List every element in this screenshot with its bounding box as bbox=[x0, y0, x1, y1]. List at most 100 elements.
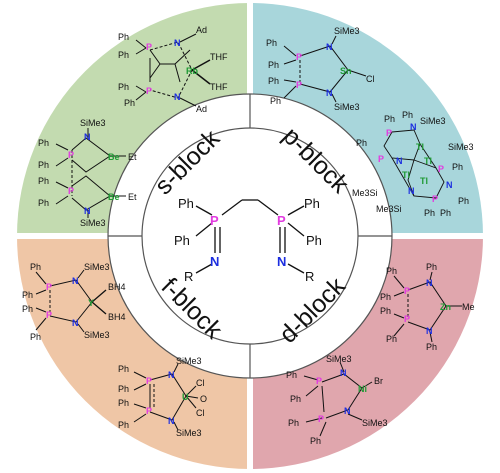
ni-p-2: P bbox=[318, 414, 324, 424]
sn-p-1: P bbox=[296, 52, 302, 62]
cl-ph-3: Ph bbox=[356, 138, 367, 148]
rb-ad-2: Ad bbox=[196, 104, 207, 114]
cl-ph-7: Ph bbox=[440, 208, 451, 218]
u-ph-4: Ph bbox=[118, 420, 129, 430]
ni-p-1: P bbox=[316, 376, 322, 386]
u-si-1: SiMe3 bbox=[176, 356, 202, 366]
be-metal-1: Be bbox=[108, 152, 120, 162]
sn-si-2: SiMe3 bbox=[334, 102, 360, 112]
center-ligand: Ph Ph Ph Ph P P N N R R bbox=[174, 196, 322, 284]
u-n-1: N bbox=[168, 370, 175, 380]
y-bh4-1: BH4 bbox=[108, 282, 126, 292]
cl-tl-2: Tl bbox=[424, 156, 432, 166]
zn-ph-1: Ph bbox=[426, 262, 437, 272]
be-ph-1: Ph bbox=[38, 138, 49, 148]
sn-ph-4: Ph bbox=[270, 96, 281, 106]
sn-p-2: P bbox=[296, 80, 302, 90]
rb-thf-1: THF bbox=[210, 52, 228, 62]
y-n-2: N bbox=[72, 318, 79, 328]
sn-n-1: N bbox=[326, 42, 333, 52]
zn-n-2: N bbox=[426, 326, 433, 336]
sn-ph-3: Ph bbox=[268, 76, 279, 86]
ni-ph-1: Ph bbox=[286, 370, 297, 380]
cl-si-3: Me3Si bbox=[352, 188, 378, 198]
ni-ph-3: Ph bbox=[288, 418, 299, 428]
u-metal: U bbox=[182, 392, 189, 402]
s-block-be-complex: SiMe3 SiMe3 N N P P Ph Ph Ph Ph Be Be Et… bbox=[38, 118, 137, 228]
u-si-2: SiMe3 bbox=[176, 428, 202, 438]
rb-ph-4: Ph bbox=[124, 98, 135, 108]
y-ph-2: Ph bbox=[22, 290, 33, 300]
zn-n-1: N bbox=[426, 278, 433, 288]
sn-cl: Cl bbox=[366, 74, 375, 84]
u-o: O bbox=[200, 394, 207, 404]
cl-ph-2: Ph bbox=[402, 110, 413, 120]
cl-tl-1: Tl bbox=[416, 142, 424, 152]
u-ph-3: Ph bbox=[118, 398, 129, 408]
u-ph-2: Ph bbox=[118, 384, 129, 394]
be-n-1: N bbox=[84, 132, 91, 142]
y-n-1: N bbox=[72, 276, 79, 286]
rb-n-2: N bbox=[174, 92, 181, 102]
cl-n-1: N bbox=[410, 122, 417, 132]
y-p-2: P bbox=[46, 310, 52, 320]
y-ph-1: Ph bbox=[30, 262, 41, 272]
cl-si-1: SiMe3 bbox=[420, 116, 446, 126]
cl-p-3: P bbox=[438, 164, 444, 174]
zn-p-2: P bbox=[404, 314, 410, 324]
be-n-2: N bbox=[84, 206, 91, 216]
sn-metal: Sn bbox=[340, 66, 352, 76]
rb-ph-1: Ph bbox=[118, 32, 129, 42]
rb-p-2: P bbox=[146, 86, 152, 96]
s-block-rb-complex: Ph Ph Ph Ph P P N N Ad Ad Rb THF THF bbox=[118, 25, 228, 114]
cl-ph-5: Ph bbox=[458, 196, 469, 206]
y-p-1: P bbox=[46, 282, 52, 292]
ni-metal: Ni bbox=[358, 384, 367, 394]
cl-ph-6: Ph bbox=[424, 208, 435, 218]
center-ph-1: Ph bbox=[178, 196, 194, 211]
cl-p-1: P bbox=[386, 128, 392, 138]
y-bh4-2: BH4 bbox=[108, 312, 126, 322]
be-ph-3: Ph bbox=[38, 176, 49, 186]
sn-ph-1: Ph bbox=[266, 38, 277, 48]
cl-p-2: P bbox=[378, 154, 384, 164]
sn-ph-2: Ph bbox=[268, 60, 279, 70]
be-et-2: Et bbox=[128, 192, 137, 202]
rb-thf-2: THF bbox=[210, 82, 228, 92]
zn-p-1: P bbox=[404, 286, 410, 296]
cl-ph-1: Ph bbox=[384, 114, 395, 124]
zn-ph-5: Ph bbox=[380, 306, 391, 316]
be-si-1: SiMe3 bbox=[80, 118, 106, 128]
sn-si-1: SiMe3 bbox=[334, 26, 360, 36]
u-ph-1: Ph bbox=[118, 364, 129, 374]
ni-n-1: N bbox=[340, 368, 347, 378]
rb-metal: Rb bbox=[186, 66, 198, 76]
be-p-1: P bbox=[68, 150, 74, 160]
u-p-1: P bbox=[146, 376, 152, 386]
cl-si-2: SiMe3 bbox=[448, 142, 474, 152]
center-n-right: N bbox=[277, 254, 286, 269]
center-ph-4: Ph bbox=[306, 233, 322, 248]
ni-si-1: SiMe3 bbox=[326, 354, 352, 364]
be-p-2: P bbox=[68, 186, 74, 196]
y-si-2: SiMe3 bbox=[84, 330, 110, 340]
cl-n-3: N bbox=[446, 180, 453, 190]
cl-tl-4: Tl bbox=[420, 176, 428, 186]
sn-n-2: N bbox=[326, 88, 333, 98]
y-si-1: SiMe3 bbox=[84, 262, 110, 272]
ni-ph-4: Ph bbox=[310, 436, 321, 446]
d-block-zn-complex: Ph Ph N N P P Ph Ph Ph Ph Zn Me bbox=[380, 262, 475, 352]
u-cl-2: Cl bbox=[196, 408, 205, 418]
u-n-2: N bbox=[168, 416, 175, 426]
zn-ph-6: Ph bbox=[386, 334, 397, 344]
zn-me: Me bbox=[462, 302, 475, 312]
d-block-ni-complex: SiMe3 SiMe3 N N P P Ph Ph Ph Ph Ni Br bbox=[286, 354, 388, 446]
center-n-left: N bbox=[210, 254, 219, 269]
f-block-u-complex: SiMe3 SiMe3 N N P P Ph Ph Ph Ph U Cl O C… bbox=[118, 356, 207, 438]
center-r-left: R bbox=[184, 269, 193, 284]
rb-ph-3: Ph bbox=[118, 82, 129, 92]
y-metal: Y bbox=[88, 298, 94, 308]
center-p-left: P bbox=[210, 213, 219, 228]
cl-n-4: N bbox=[408, 186, 415, 196]
